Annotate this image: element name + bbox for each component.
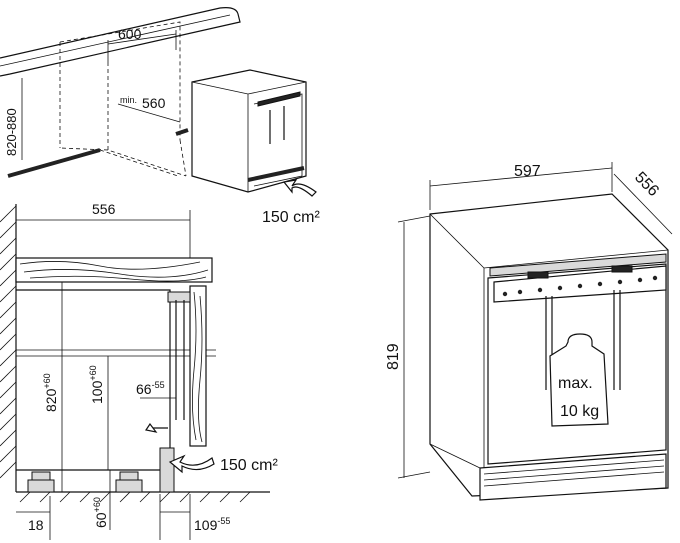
dim-556-right: 556	[631, 169, 662, 200]
section-view: 556 820+60 100+60 60+60 66-55 150 cm²	[0, 201, 278, 540]
vent-arrow-section	[168, 454, 215, 474]
dim-109: 109-55	[194, 516, 230, 533]
dim-60-section: 60+60	[92, 497, 109, 528]
wall	[0, 204, 16, 492]
floor-rail	[7, 148, 101, 178]
weight-max: max.	[558, 375, 593, 392]
appliance-section	[16, 289, 171, 471]
dim-min-560: 560	[142, 95, 166, 111]
dim-820-880: 820-880	[4, 108, 19, 156]
vent-150-section: 150 cm²	[220, 457, 278, 474]
dim-819: 819	[385, 343, 402, 370]
weight-icon: max. 10 kg	[549, 333, 609, 427]
dim-597: 597	[514, 163, 541, 180]
dim-min-label: min.	[120, 95, 137, 105]
vent-arrow	[282, 179, 317, 197]
appliance-front-view: max. 10 kg 597 556 819	[385, 162, 673, 501]
foot-left	[31, 471, 51, 481]
dim-820-section: 820+60	[42, 373, 59, 412]
niche-outline	[59, 21, 187, 177]
dim-600: 600	[118, 26, 142, 42]
niche-perspective-view: 600 min. 560 820-880 150 cm²	[0, 7, 320, 226]
appliance-perspective	[191, 69, 307, 193]
plinth	[159, 447, 175, 493]
door-panel	[189, 285, 207, 447]
dim-556-section: 556	[92, 201, 116, 217]
dim-18: 18	[28, 517, 44, 533]
plinth-grille	[479, 453, 667, 501]
foot-right	[119, 471, 139, 481]
worktop	[0, 7, 241, 77]
vent-150-top: 150 cm²	[262, 209, 320, 226]
weight-value: 10 kg	[560, 403, 599, 420]
dim-66-section: 66-55	[136, 380, 165, 397]
dim-100-section: 100+60	[88, 365, 105, 404]
